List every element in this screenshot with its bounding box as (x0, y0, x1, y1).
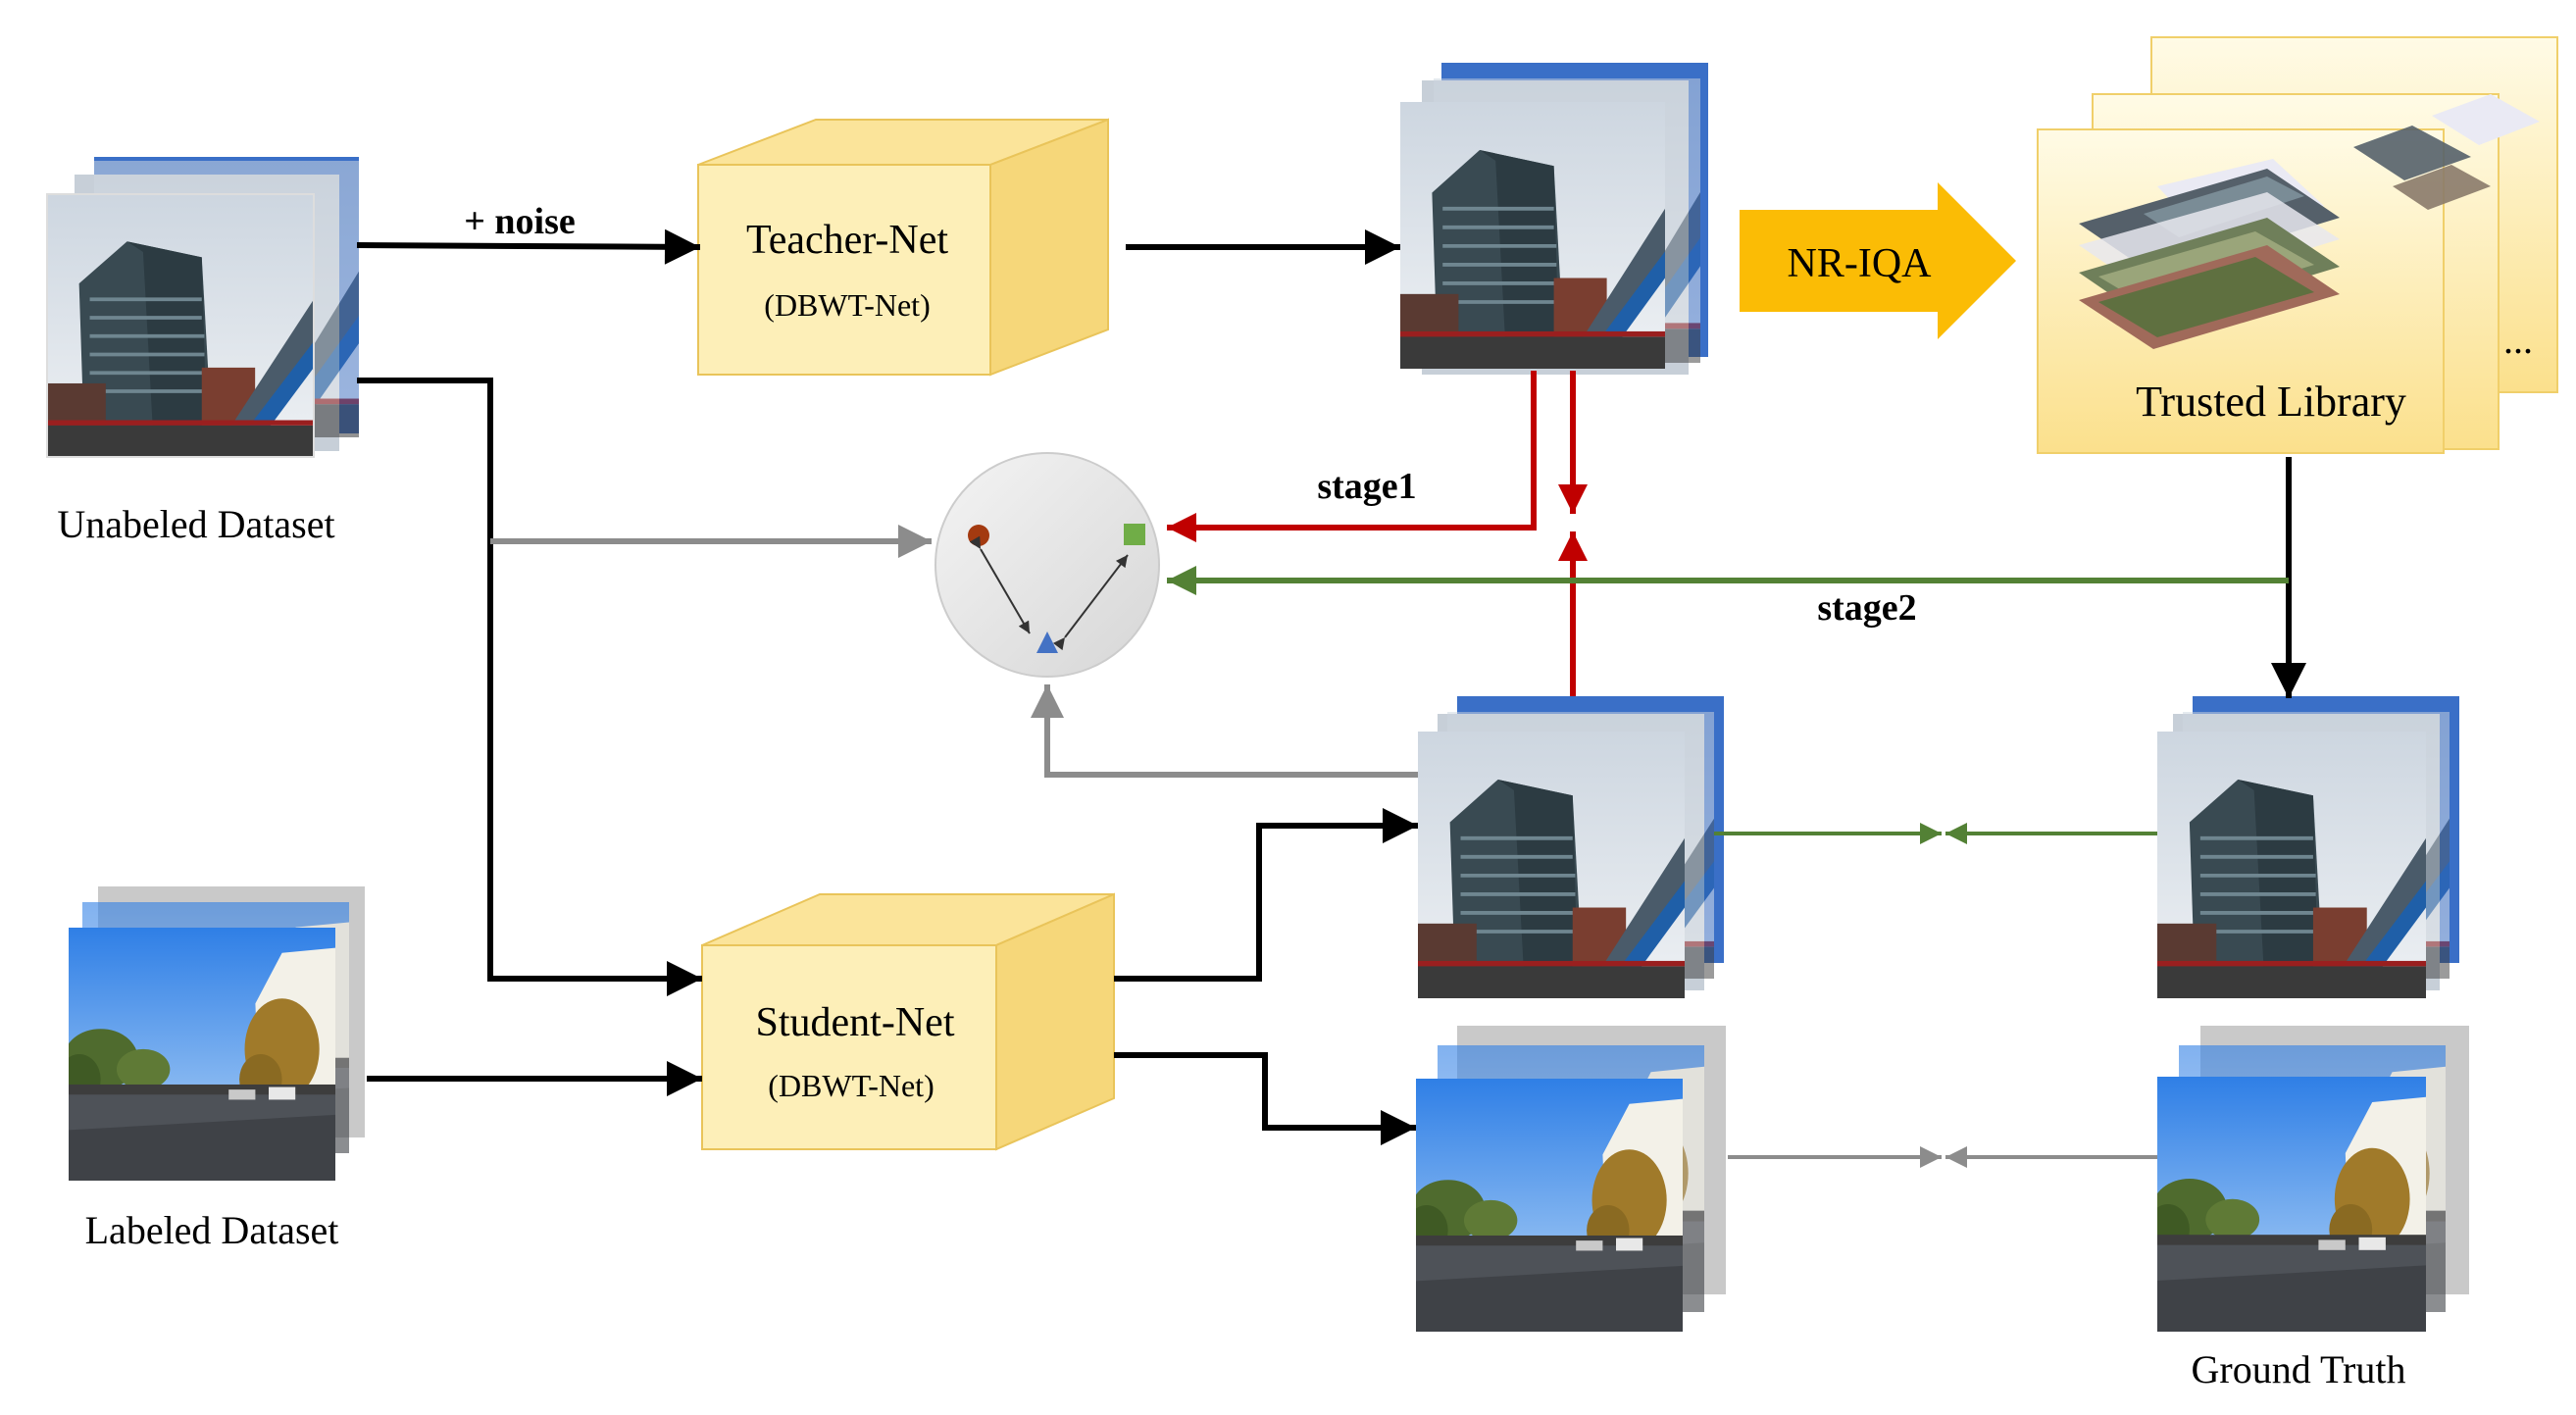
blue-node-icon (1036, 632, 1058, 653)
loss-diagram-icon (934, 452, 1160, 678)
unlabeled-dataset-label: Unabeled Dataset (57, 502, 334, 546)
building-photo-icon (2157, 732, 2426, 998)
layered-map-icon (2079, 159, 2340, 349)
student-net-subtitle: (DBWT-Net) (768, 1068, 934, 1103)
noise-label: + noise (464, 201, 576, 242)
trusted-library-label: Trusted Library (2136, 378, 2406, 426)
ground-truth-label: Ground Truth (2192, 1347, 2406, 1391)
teacher-net-subtitle: (DBWT-Net) (764, 287, 930, 323)
building-photo-icon (1418, 732, 1685, 998)
trusted-library (2037, 36, 2558, 454)
gray-connectors (490, 525, 1418, 778)
ground-truth-street-stack (2157, 1026, 2469, 1332)
black-connectors (356, 228, 2306, 1145)
labeled-dataset-label: Labeled Dataset (85, 1208, 339, 1252)
labeled-dataset-stack (69, 886, 365, 1181)
nriqa-arrow (1740, 182, 2016, 339)
student-output-street-stack (1416, 1026, 1726, 1332)
layered-map-icon-back (2353, 94, 2540, 210)
building-photo-icon (1400, 102, 1665, 369)
stage1-connectors (1167, 371, 1588, 696)
student-to-street-arrow (1114, 1052, 1416, 1145)
teacher-output-stack (1400, 63, 1708, 375)
noise-arrow (356, 228, 701, 265)
student-net-box (701, 892, 1115, 1151)
library-ellipsis: ... (2503, 318, 2533, 362)
ground-truth-building-stack (2157, 696, 2459, 998)
student-output-building-stack (1418, 696, 1724, 998)
nriqa-label: NR-IQA (1788, 241, 1933, 286)
student-net-title: Student-Net (756, 1000, 955, 1045)
unlabeled-to-student-arrow (357, 378, 702, 996)
green-node-icon (1124, 524, 1145, 545)
street-photo-icon (1416, 1079, 1683, 1332)
student-to-loss-arrow (1031, 684, 1418, 778)
stage1-loss-arrow (1167, 371, 1537, 542)
teacher-net-title: Teacher-Net (746, 218, 948, 263)
unlabeled-dataset-stack (46, 157, 359, 458)
street-photo-icon (2157, 1077, 2426, 1332)
red-node-icon (968, 525, 989, 546)
street-photo-icon (69, 928, 335, 1181)
stage1-label: stage1 (1317, 466, 1416, 507)
student-to-building-arrow (1114, 808, 1418, 982)
stage2-label: stage2 (1817, 587, 1916, 629)
building-photo-icon (47, 194, 314, 457)
teacher-net-box (697, 118, 1109, 377)
